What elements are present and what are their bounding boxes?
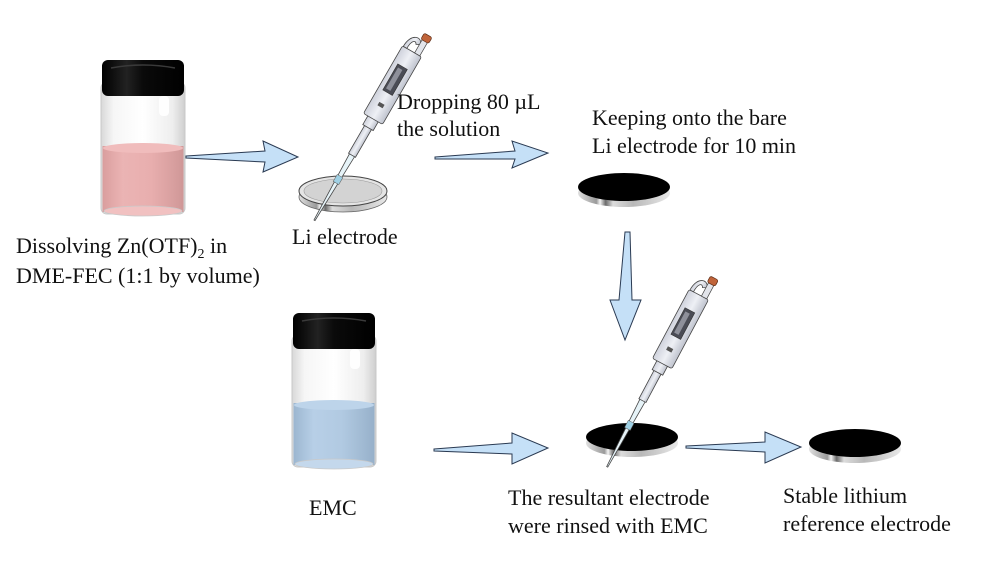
final-label-line1: Stable lithium (783, 483, 908, 508)
solution-label-line1: Dissolving Zn(OTF)2 in (16, 233, 228, 262)
vial-cap (102, 60, 184, 96)
solution-label-line2: DME-FEC (1:1 by volume) (16, 263, 260, 288)
vial-cap (293, 313, 375, 349)
arrow-keeping-to-rinsed (609, 231, 642, 342)
arrow-dropping-to-keeping (434, 140, 550, 169)
arrow-emc-to-rinsed (433, 432, 550, 465)
stable-reference-electrode (809, 429, 901, 463)
dropping-label-line1: Dropping 80 µL (397, 89, 541, 114)
dropping-label-line2: the solution (397, 116, 501, 141)
keeping-label-line2: Li electrode for 10 min (592, 133, 797, 158)
bare-li-electrode (298, 175, 388, 213)
keeping-label-line1: Keeping onto the bare (592, 105, 787, 130)
li-electrode-label: Li electrode (292, 224, 398, 249)
coated-electrode-keeping (578, 173, 670, 207)
emc-label: EMC (309, 495, 357, 520)
coated-electrode-rinsed (586, 423, 678, 457)
rinsed-label-line2: were rinsed with EMC (508, 513, 708, 538)
solution-vial (100, 60, 186, 217)
arrow-solution-to-li (185, 140, 300, 173)
arrow-rinsed-to-final (685, 431, 803, 464)
final-label-line2: reference electrode (783, 511, 951, 536)
rinsed-label-line1: The resultant electrode (508, 485, 710, 510)
emc-vial (291, 313, 377, 470)
